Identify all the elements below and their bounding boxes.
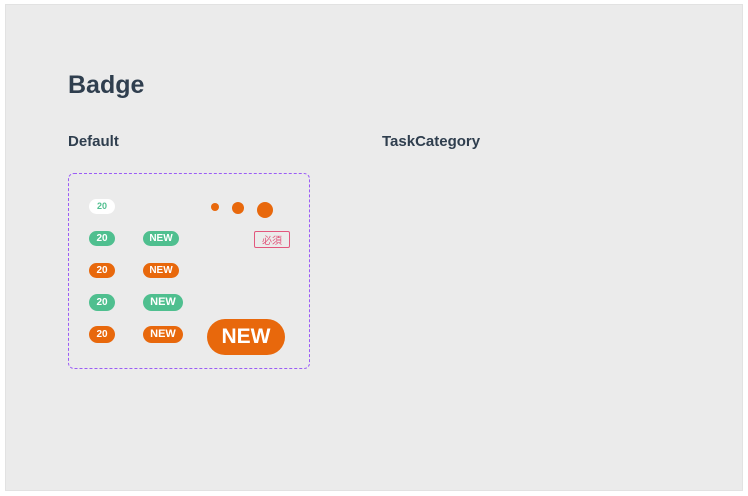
badge-story-box: 20 20 NEW 必須 20 NEW 20 NEW 20 NEW NEW (68, 173, 310, 369)
badge-count-orange-small: 20 (89, 263, 115, 278)
badge-required: 必須 (254, 231, 290, 248)
dot-badge-medium (232, 202, 244, 214)
badge-count-outline: 20 (89, 199, 115, 214)
section-title-default: Default (68, 133, 119, 150)
section-title-taskcategory: TaskCategory (382, 133, 481, 150)
badge-new-green-medium: NEW (143, 294, 183, 311)
badge-new-orange-medium: NEW (143, 326, 183, 343)
badge-count-green-medium: 20 (89, 294, 115, 311)
storybook-canvas: Badge Default TaskCategory 20 20 NEW 必須 … (5, 4, 743, 491)
badge-count-orange-medium: 20 (89, 326, 115, 343)
badge-new-green-small: NEW (143, 231, 179, 246)
page-title: Badge (68, 71, 145, 99)
dot-badge-large (257, 202, 273, 218)
badge-new-orange-small: NEW (143, 263, 179, 278)
badge-new-orange-large: NEW (207, 319, 285, 355)
badge-count-green-small: 20 (89, 231, 115, 246)
dot-badge-small (211, 203, 219, 211)
